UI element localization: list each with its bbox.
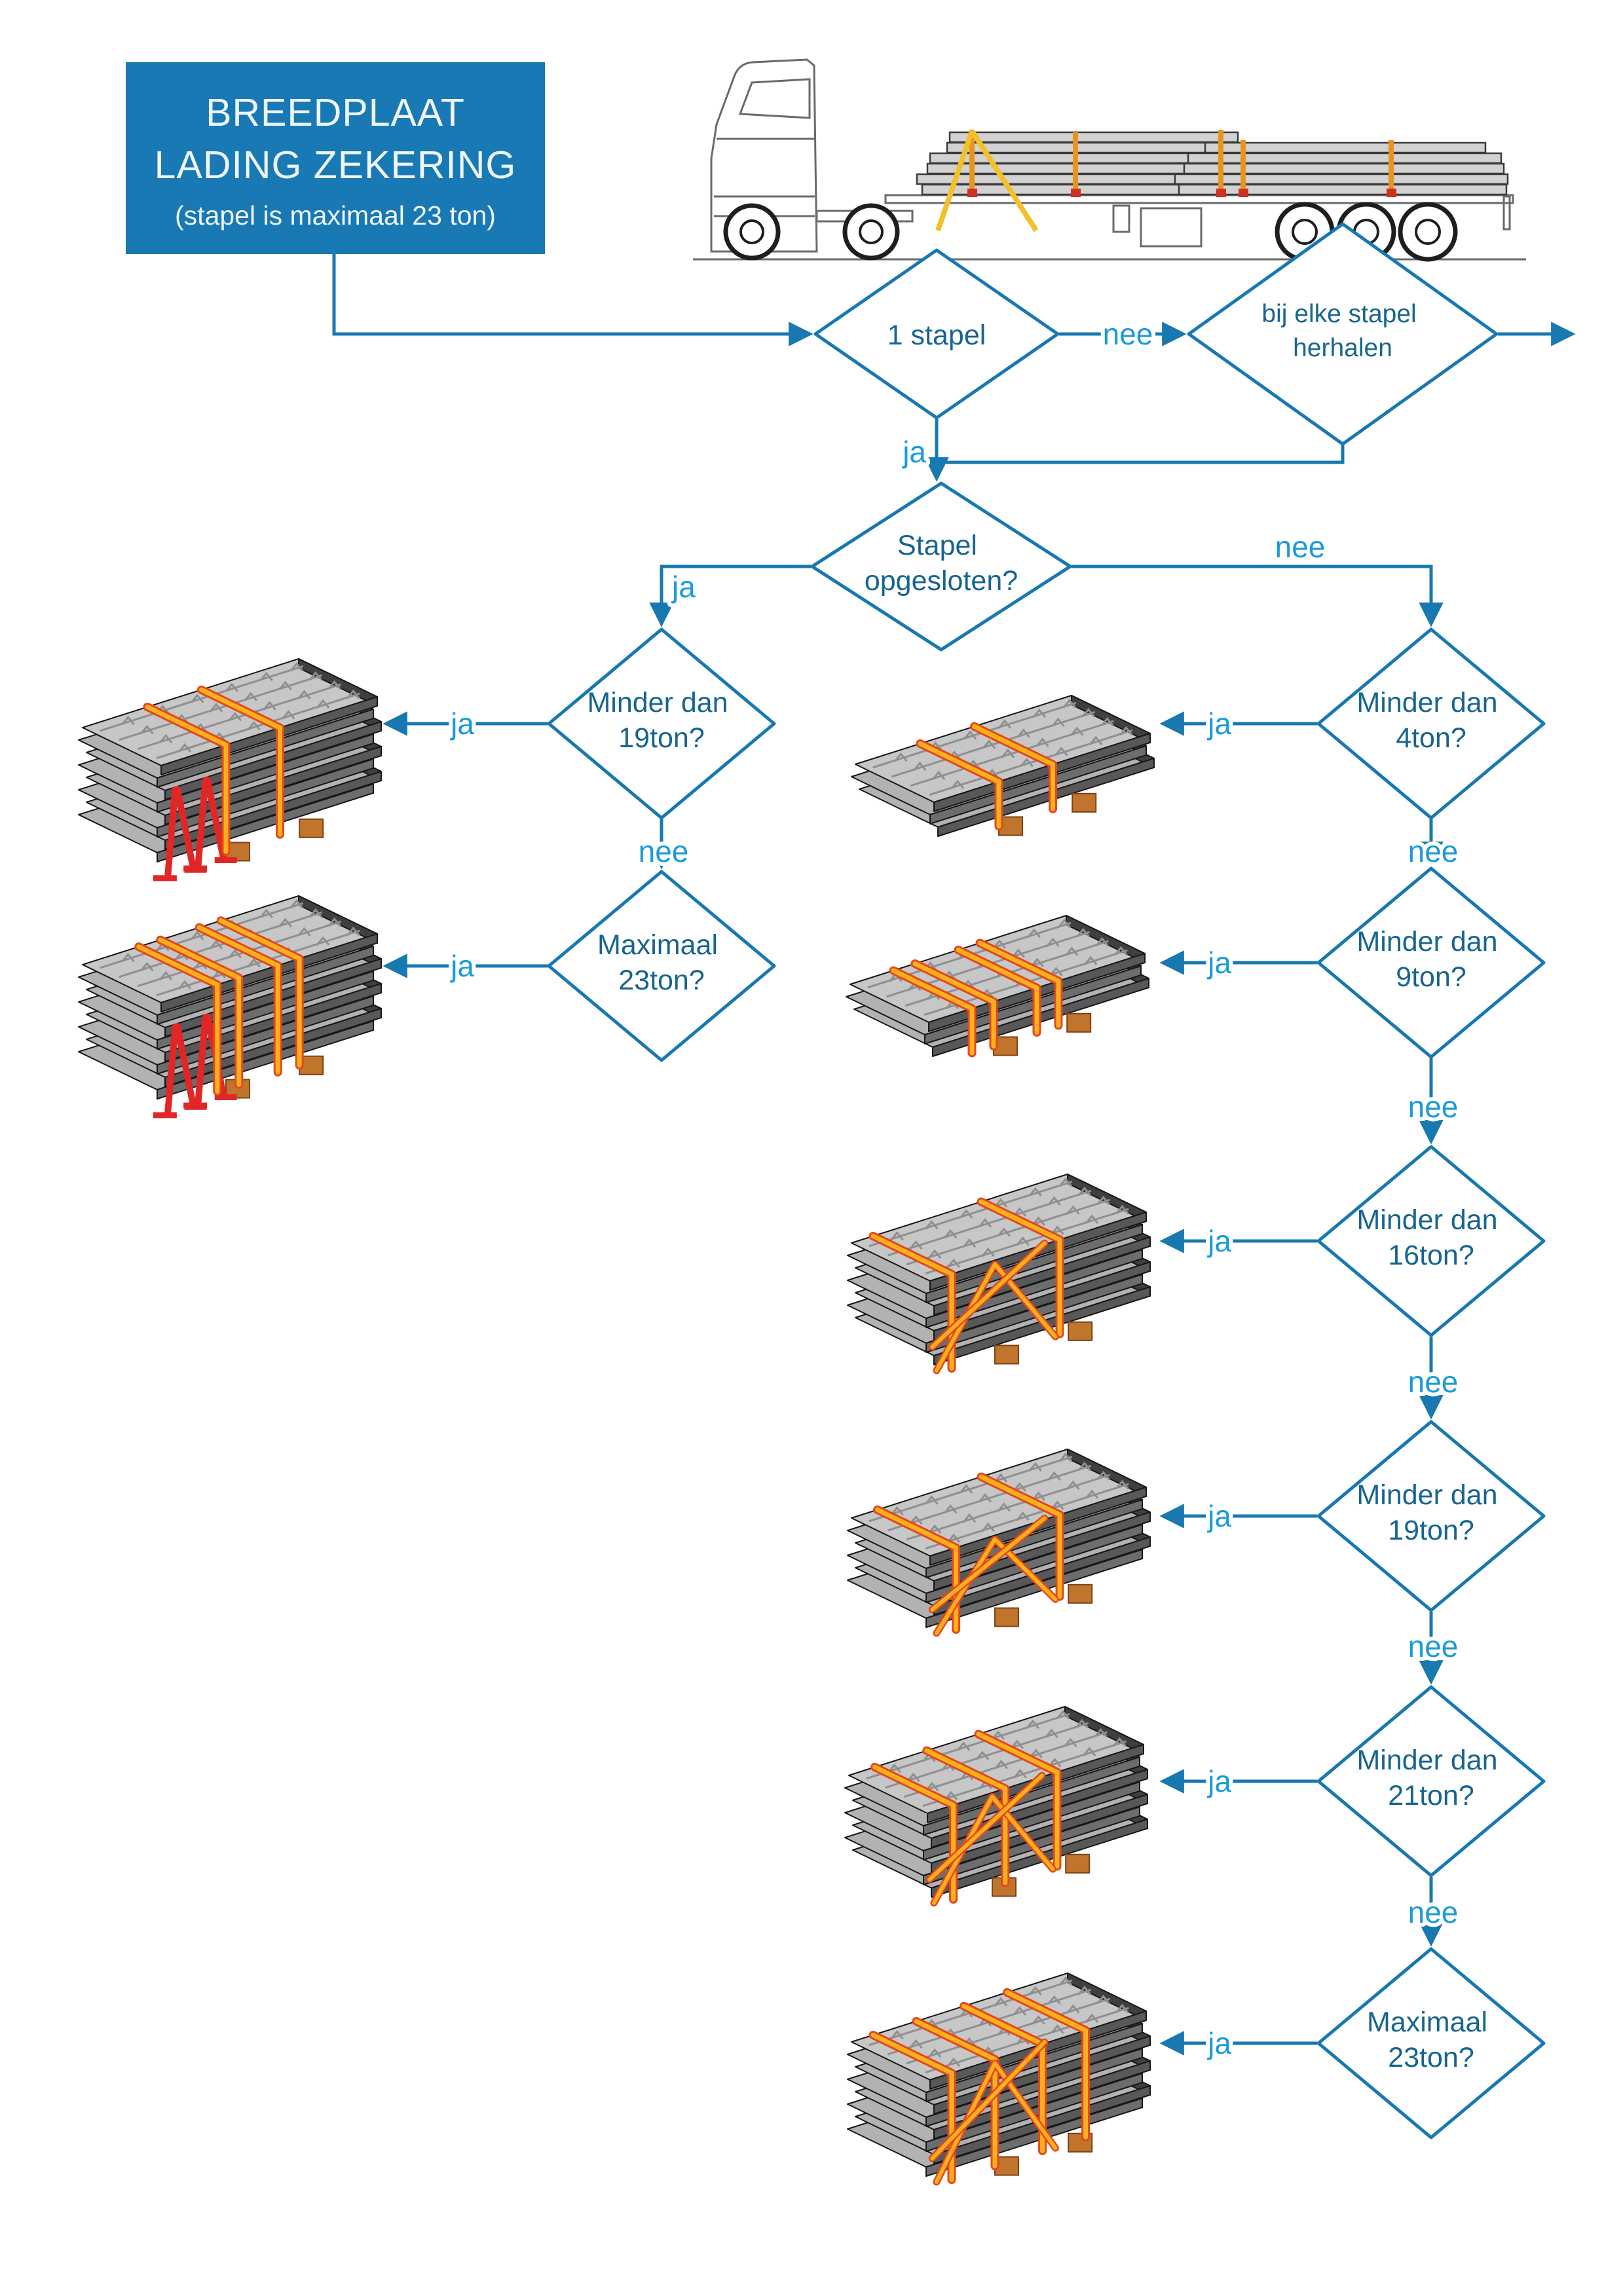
decision-label: Minder dan	[1356, 1745, 1497, 1776]
edge-label-ja: ja	[1206, 707, 1231, 741]
decision-label: herhalen	[1293, 334, 1392, 362]
edge-repeat-return	[939, 445, 1345, 464]
decision-open-under-4t: Minder dan 4ton?	[1316, 627, 1546, 820]
decision-label: 23ton?	[618, 965, 705, 996]
decision-enclosed-max-23t: Maximaal 23ton?	[547, 870, 776, 1062]
svg-text:Minder dan 21ton?: Minder dan 21ton?	[1356, 1745, 1505, 1811]
edge-label-ja: ja	[901, 435, 926, 469]
decision-open-under-16t: Minder dan 16ton?	[1316, 1145, 1546, 1337]
svg-text:bij elke stapel herhal: bij elke stapel herhalen	[1261, 300, 1423, 362]
decision-open-under-9t: Minder dan 9ton?	[1316, 866, 1546, 1059]
decision-label: bij elke stapel	[1261, 300, 1416, 328]
stack-illustrations	[78, 658, 1155, 2186]
stack-open-max-23t	[847, 1972, 1151, 2186]
edge-label-ja: ja	[1206, 946, 1231, 980]
svg-text:Minder dan 19ton?: Minder dan 19ton?	[587, 687, 736, 754]
truck-wheels	[723, 202, 1458, 262]
decision-open-under-19t: Minder dan 19ton?	[1316, 1420, 1546, 1612]
svg-text:Minder dan 9ton?: Minder dan 9ton?	[1356, 926, 1505, 993]
svg-text:Minder dan 16ton?: Minder dan 16ton?	[1356, 1204, 1505, 1271]
decision-stack-enclosed: Stapel opgesloten?	[810, 481, 1072, 652]
decision-enclosed-under-19t: Minder dan 19ton?	[547, 627, 776, 820]
decision-label: 19ton?	[618, 722, 705, 754]
title-line-2: LADING ZEKERING	[155, 143, 517, 187]
truck-straps	[935, 129, 1394, 232]
svg-text:Minder dan 4ton?: Minder dan 4ton?	[1356, 687, 1505, 754]
connectors	[332, 254, 1576, 2056]
truck-load-right	[1174, 141, 1509, 196]
edge-label-nee: nee	[1275, 530, 1326, 564]
decision-open-under-21t: Minder dan 21ton?	[1316, 1685, 1546, 1878]
edge-labels: nee ja ja nee ja nee ja ja nee ja nee ja…	[445, 313, 1462, 2064]
svg-text:Maximaal 23ton?: Maximaal 23ton?	[597, 929, 726, 996]
decision-label: 9ton?	[1396, 961, 1466, 993]
decision-label: Maximaal	[1367, 2007, 1487, 2038]
edge-label-nee: nee	[639, 834, 689, 868]
svg-text:1 stapel: 1 stapel	[887, 320, 986, 351]
stack-open-under-4t	[851, 695, 1155, 837]
edge-label-ja: ja	[1206, 1499, 1231, 1533]
decision-label: 21ton?	[1388, 1780, 1474, 1811]
edge-enclosed-ja	[649, 565, 811, 627]
truck-illustration	[693, 58, 1526, 262]
edge-label-nee: nee	[1408, 1629, 1459, 1663]
stack-enclosed-under-19t	[78, 658, 382, 881]
decision-label: Minder dan	[1356, 1479, 1497, 1511]
decision-label: Minder dan	[1356, 926, 1497, 957]
title-subtitle: (stapel is maximaal 23 ton)	[175, 200, 496, 231]
decision-label: 1 stapel	[887, 320, 986, 351]
truck-cab	[710, 58, 818, 253]
stack-open-under-16t	[847, 1174, 1151, 1375]
edge-label-ja: ja	[671, 570, 696, 604]
truck-strap-feet	[967, 189, 1396, 197]
edge-label-ja: ja	[1206, 1224, 1231, 1258]
decision-label: opgesloten?	[865, 565, 1018, 597]
decision-repeat-each-stack: bij elke stapel herhalen	[1187, 222, 1499, 446]
svg-text:Maximaal 23ton?: Maximaal 23ton?	[1367, 2007, 1495, 2073]
edge-title-to-one-stapel	[332, 254, 813, 346]
edge-label-ja: ja	[1206, 1764, 1231, 1798]
edge-label-nee: nee	[1103, 317, 1153, 351]
truck-cab-window	[738, 78, 811, 119]
title-line-1: BREEDPLAAT	[206, 91, 465, 134]
decision-label: 4ton?	[1396, 722, 1466, 754]
title-box: BREEDPLAAT LADING ZEKERING (stapel is ma…	[126, 62, 545, 254]
stack-open-under-21t	[844, 1706, 1148, 1907]
decision-one-stapel: 1 stapel	[813, 248, 1060, 420]
stack-open-under-19t	[847, 1449, 1151, 1637]
svg-text:Stapel opgesloten?: Stapel opgesloten?	[865, 530, 1018, 597]
edge-label-nee: nee	[1408, 1090, 1459, 1124]
stack-enclosed-max-23t	[78, 895, 382, 1119]
decision-label: Minder dan	[587, 687, 728, 718]
edge-label-ja: ja	[1206, 2026, 1231, 2060]
decision-label: 19ton?	[1388, 1515, 1474, 1546]
trailer-deck	[884, 194, 1514, 204]
decision-label: 23ton?	[1388, 2042, 1474, 2073]
decision-label: Maximaal	[597, 929, 718, 961]
decision-open-max-23t: Maximaal 23ton?	[1316, 1947, 1546, 2139]
decision-label: Minder dan	[1356, 687, 1497, 718]
decision-label: Stapel	[897, 530, 977, 561]
decision-label: 16ton?	[1388, 1240, 1474, 1271]
edge-label-ja: ja	[449, 949, 474, 983]
decision-label: Minder dan	[1356, 1204, 1497, 1236]
edge-label-ja: ja	[449, 707, 474, 741]
edge-label-nee: nee	[1408, 1895, 1459, 1929]
svg-text:Minder dan 19ton?: Minder dan 19ton?	[1356, 1479, 1505, 1546]
edge-label-nee: nee	[1408, 1365, 1459, 1399]
edge-label-nee: nee	[1408, 834, 1459, 868]
edge-enclosed-nee	[1072, 565, 1444, 627]
decision-nodes: 1 stapel bij elke stapel herhalen Stapel…	[547, 222, 1546, 2139]
stack-open-under-9t	[846, 915, 1149, 1058]
trailer-toolbox	[1140, 207, 1203, 248]
title-box-background	[126, 62, 545, 254]
